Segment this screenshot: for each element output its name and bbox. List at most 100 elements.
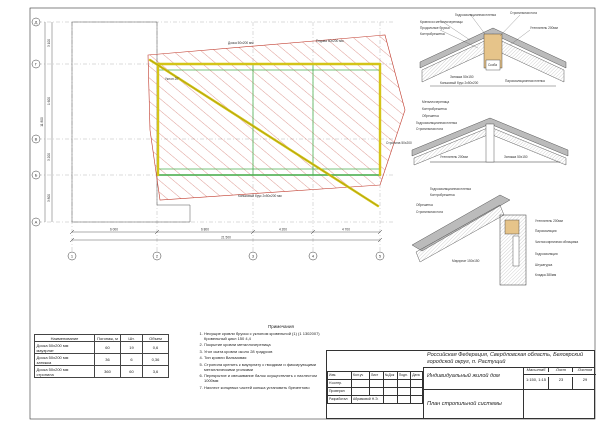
note-item: Перекрытие и свешивание балок осуществля… [204,373,324,384]
sheet-frame [29,7,596,420]
note-item: Тип кровли Вальмовая [204,355,324,361]
label-bottom-mid: Коньковый брус 2х50х200 мм [238,194,282,198]
dim-bottom-1: 6 000 [110,228,118,232]
table-row: Доска 50х200 мм стропила 360 60 3,6 [34,365,169,378]
spec-header-count: Шт. [120,334,143,342]
detail-intermediate: Металлочерепица Контробрешетка Обрешетка… [411,100,569,166]
spec-cell: 0,6 [142,341,169,354]
spec-cell: 19 [120,341,143,354]
dim-bottom-3: 4 200 [279,228,287,232]
axis-letter-d: Д [35,20,38,25]
notes: Примечания Несущие кровли брусья с уклон… [196,324,324,392]
axis-number-1: 1 [71,254,74,259]
axis-number-5: 5 [379,254,382,259]
d1-label-9: Затяжка 50х150 [450,75,474,79]
title-block: Изм. Кол.уч Лист №Док Подп. Дата Н.контр… [326,350,596,419]
dim-left-2: 1 600 [47,97,51,105]
stamp-role: Н.контр. [326,379,353,388]
roof-slope-hatch [147,34,406,201]
stamp-col: Лист [368,371,384,380]
d2-label-6: Утеплитель 200мм [440,155,468,159]
stamp-col: Изм. [326,371,353,380]
stamp-sheets: 29 [572,377,597,389]
stamp-col: Подп. [396,371,412,380]
stamp-col: №Док [382,371,398,380]
label-top-mid: Доска 50х200 мм [228,41,253,45]
d2-label-0: Металлочерепица [422,100,449,104]
label-slope-left: Уклон 20° [165,77,180,81]
spec-header-length: Погонаж, м [94,334,121,342]
spec-table-wrap: Наименование Погонаж, м Шт. Объем Доска … [34,334,169,378]
spec-cell: 60 [94,341,121,354]
d3-label-8: Штукатурка [535,263,552,267]
d1-label-8: Скоба [488,63,497,67]
stamp-sheet-header: Лист [548,367,573,372]
stamp-revisions: Изм. Кол.уч Лист №Док Подп. Дата Н.контр… [326,371,423,404]
stamp-project: Индивидуальный жилой дом [427,373,500,379]
d2-label-5: Затяжка 50х150 [504,155,528,159]
stamp-role: Разработал [326,395,353,404]
dim-left-4: 3 800 [47,194,51,202]
detail-ridge: Кровля из металлочерепицы Продольные бру… [419,11,567,87]
d3-label-5: Пароизоляция [535,229,557,233]
stamp-scale-header: Масштаб [526,367,546,372]
stamp-role: Проверил [326,387,353,396]
spec-cell: 60 [120,365,143,378]
d1-label-1: Продольные брусья [420,26,450,30]
spec-cell: Доска 50х200 мм мауэрлат [34,341,95,354]
spec-cell: 6 [120,353,143,366]
d1-label-0: Кровля из металлочерепицы [420,20,463,24]
note-item: Несущие кровли брусья с уклоном кровельн… [204,331,324,342]
note-item: Покрытие кровли металлочерепица [204,342,324,348]
d3-label-4: Утеплитель 200мм [535,219,563,223]
spec-cell: Доска 50х200 мм затяжка [34,353,95,366]
d2-label-3: Гидроизоляционная пленка [416,121,457,125]
note-item: Нахлест концевых частей конька установит… [204,385,324,391]
dim-left-1: 3 100 [47,39,51,47]
stamp-sheet: 23 [548,377,573,389]
d1-label-7: Коньковый брус 2х50х200 [440,81,479,85]
d2-label-4: Стропильная нога [416,127,443,131]
d1-label-4: Стропильная нога [510,11,537,15]
note-item: Угол ската кровли около 28 градусов [204,349,324,355]
spec-table: Наименование Погонаж, м Шт. Объем Доска … [34,334,169,378]
stamp-meta: Масштаб Лист Листов 1:150, 1:15 23 29 [523,367,596,389]
d3-label-9: Кладка 380мм [535,273,556,277]
axis-number-3: 3 [252,254,255,259]
spec-header-volume: Объем [142,334,169,342]
d3-label-0: Гидроизоляционная пленка [430,187,471,191]
d1-label-5: Утеплитель 200мм [530,26,558,30]
spec-cell: 360 [94,365,121,378]
spec-cell: 0,36 [142,353,169,366]
table-row: Доска 50х200 мм затяжка 36 6 0,36 [34,353,169,366]
note-item: Стропила крепить к мауэрлату с гвоздями … [204,362,324,373]
d3-label-3: Стропильная нога [416,210,443,214]
stamp-org: Российская Федерация, Свердловская облас… [427,352,584,365]
d2-label-1: Контробрешетка [422,107,447,111]
axis-number-2: 2 [156,254,159,259]
d1-label-6: Пароизоляционная пленка [505,79,545,83]
spec-cell: 36 [94,353,121,366]
stamp-col: Кол.уч [351,371,370,380]
spec-cell: 3,6 [142,365,169,378]
axis-number-4: 4 [312,254,315,259]
d2-label-2: Обрешетка [422,114,439,118]
axis-letter-v: В [35,137,38,142]
spec-cell: Доска 50х200 мм стропила [34,365,95,378]
dim-total: 21 500 [221,236,231,240]
axis-letter-a: А [35,220,38,225]
dim-bottom-4: 4 700 [342,228,350,232]
label-right-side: Стропила 50х200 [386,141,412,145]
d1-label-3: Гидроизоляционная пленка [455,13,496,17]
d3-label-6: Мауэрлат 150х150 [452,259,480,263]
stamp-name: Абрамовой Н.Э. [351,395,384,404]
d3-label-1: Контробрешетка [430,193,455,197]
dim-left-3: 3 200 [47,153,51,161]
stamp-sheets-header: Листов [572,367,597,372]
roof-plan: 1 2 3 4 5 Д Г В Б А 6 000 6 800 4 200 4 … [31,17,412,261]
d1-label-2: Контробрешетка [420,32,445,36]
axis-letter-g: Г [35,62,38,67]
detail-eave: Гидроизоляционная пленка Контробрешетка … [411,187,578,286]
